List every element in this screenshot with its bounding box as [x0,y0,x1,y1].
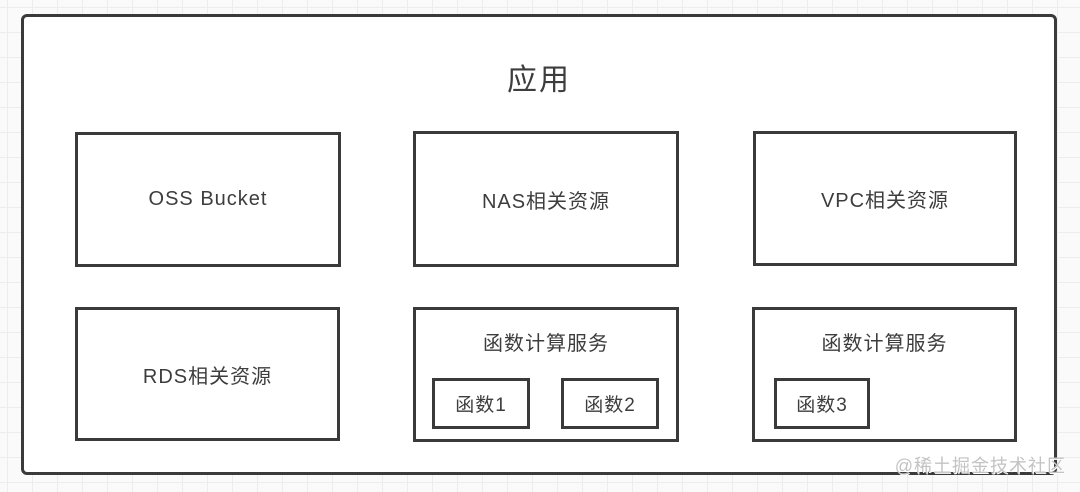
node-oss-bucket: OSS Bucket [75,132,341,267]
node-fc-service-1-label: 函数计算服务 [483,333,609,355]
node-nas-resources: NAS相关资源 [413,131,679,267]
node-function-1-label: 函数1 [455,395,507,416]
application-container: 应用 OSS Bucket NAS相关资源 VPC相关资源 RDS相关资源 函数… [21,14,1057,475]
node-function-2: 函数2 [561,378,659,429]
node-function-2-label: 函数2 [584,395,636,416]
node-rds-resources-label: RDS相关资源 [142,365,273,388]
node-vpc-resources-label: VPC相关资源 [820,190,950,212]
node-oss-bucket-label: OSS Bucket [148,188,268,210]
node-function-1: 函数1 [432,378,530,429]
node-function-3: 函数3 [774,378,870,429]
application-title: 应用 [507,64,571,97]
node-fc-service-2-label: 函数计算服务 [821,333,948,355]
node-fc-service-1: 函数计算服务 函数1 函数2 [413,307,679,442]
node-nas-resources-label: NAS相关资源 [481,190,611,213]
watermark: @稀土掘金技术社区 [894,456,1066,476]
node-vpc-resources: VPC相关资源 [753,131,1017,266]
node-function-3-label: 函数3 [796,395,848,416]
node-fc-service-2: 函数计算服务 函数3 [752,307,1017,442]
node-rds-resources: RDS相关资源 [75,307,340,441]
